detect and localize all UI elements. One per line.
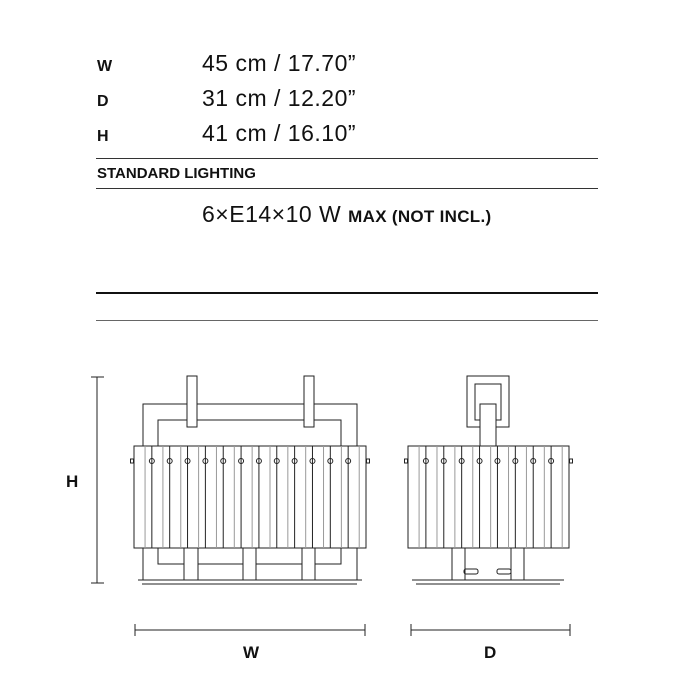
width-dimension [134,624,366,636]
lighting-value: 6×E14×10 W MAX (NOT INCL.) [202,201,491,228]
depth-label: D [484,643,497,662]
shade-clip [366,458,370,464]
shade-clip [130,458,134,464]
height-dimension [91,376,104,584]
side-view [404,375,573,585]
divider-thick [96,292,598,294]
divider [96,320,598,321]
lighting-spec: 6×E14×10 W [202,201,342,227]
lamp-shade [133,445,367,549]
dim-value-h: 41 cm / 16.10” [202,120,357,146]
lamp-shade [407,445,570,549]
width-label: W [243,643,260,662]
lighting-suffix: MAX (NOT INCL.) [348,207,492,226]
divider [96,188,598,189]
dim-label-d: D [97,93,109,110]
shade-clip [404,458,408,464]
dim-value-w: 45 cm / 17.70” [202,50,357,76]
dim-value-d: 31 cm / 12.20” [202,85,357,111]
front-view [130,375,370,585]
divider [96,158,598,159]
height-label: H [66,472,79,491]
lighting-heading: STANDARD LIGHTING [97,165,256,182]
shade-clip [569,458,573,464]
depth-dimension [410,624,571,636]
dim-label-w: W [97,58,113,75]
dim-label-h: H [97,128,109,145]
